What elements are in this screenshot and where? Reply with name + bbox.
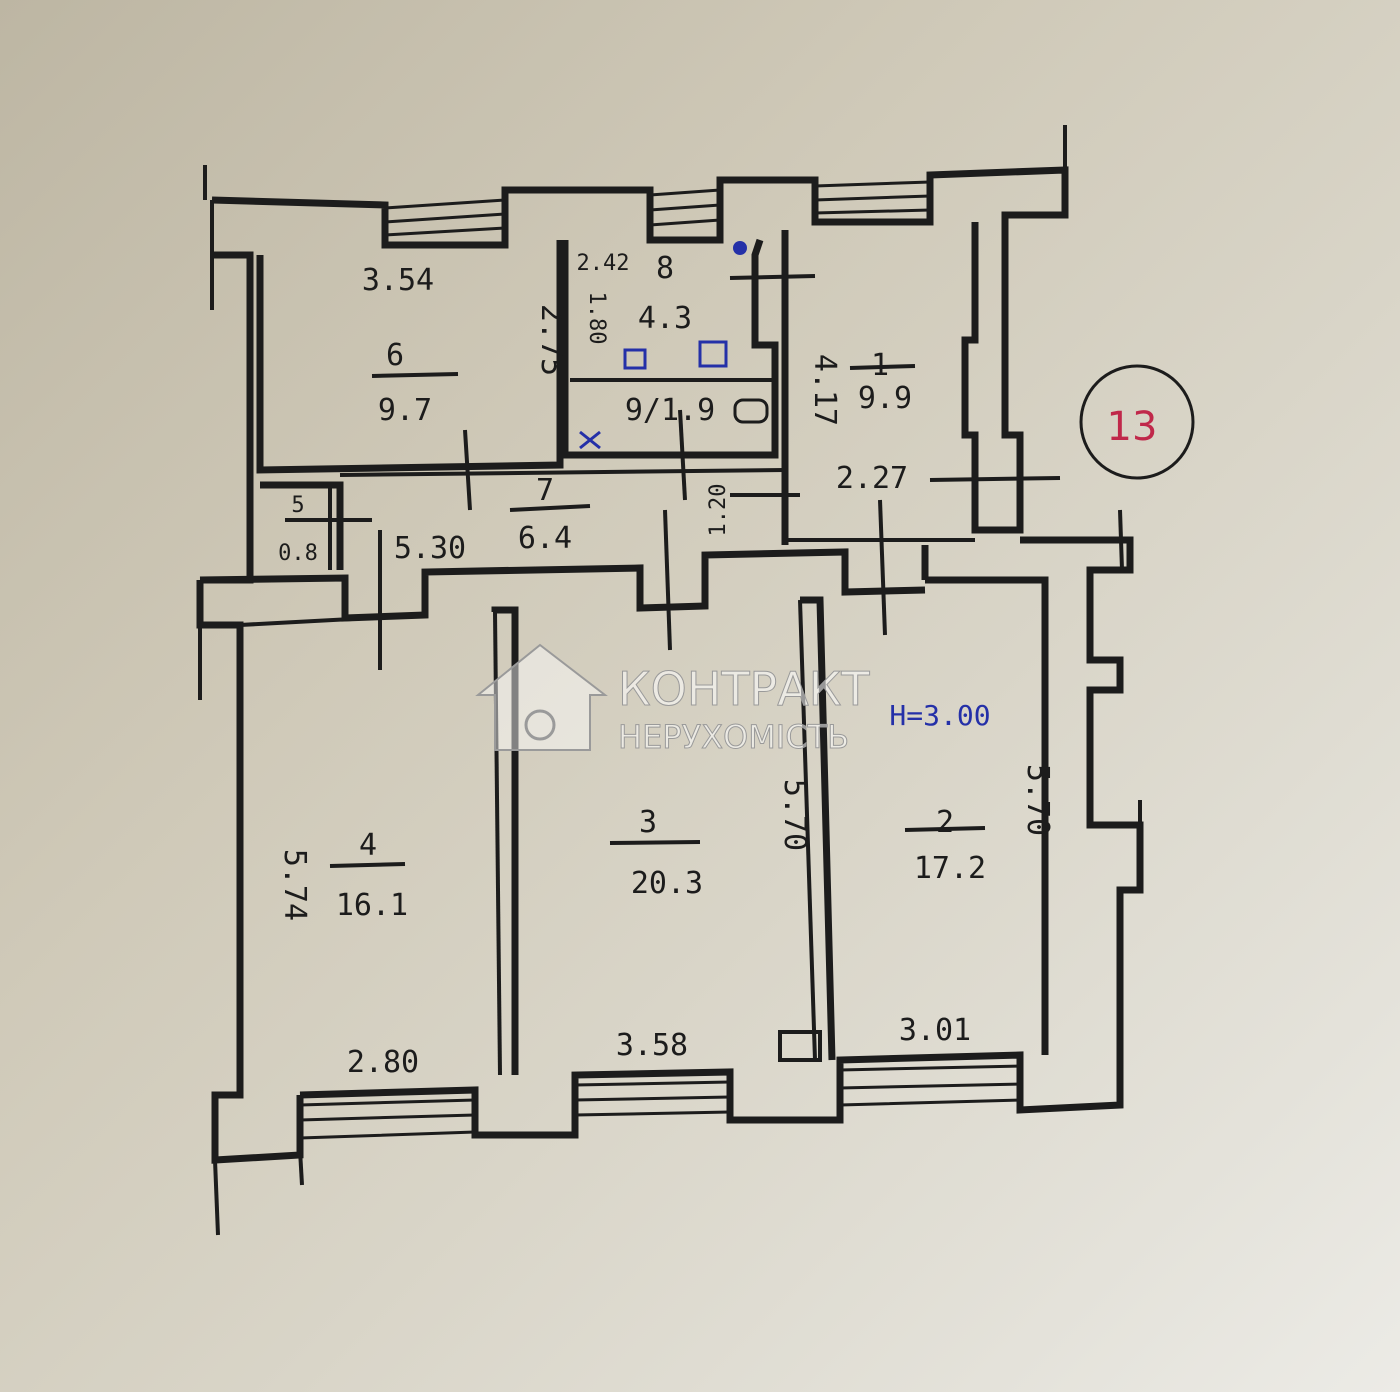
room1-width-dim: 2.27: [836, 461, 908, 496]
room2-area: 17.2: [914, 851, 986, 886]
main-dividing-wall: [199, 548, 926, 622]
tick: [878, 499, 887, 636]
tick: [298, 1149, 304, 1186]
room4-depth-dim: 5.74: [277, 849, 312, 921]
watermark-line1: КОНТРАКТ: [618, 662, 870, 716]
room2-width-dim: 3.01: [899, 1013, 971, 1048]
room1-depth-dim: 4.17: [807, 354, 842, 426]
riser-icon: [733, 241, 747, 255]
room4-top: [239, 613, 426, 627]
room8-number: 8: [656, 251, 674, 286]
window-room3: [574, 1080, 731, 1117]
room1-area: 9.9: [858, 381, 912, 416]
room5-walls: [260, 481, 344, 570]
room9-label: 9/1.9: [625, 393, 715, 428]
window-room2: [839, 1064, 1021, 1107]
room8-depth-dim: 1.80: [584, 292, 609, 345]
apartment-number-circle: [1079, 364, 1195, 480]
window-room1: [814, 180, 931, 215]
corridor-top: [339, 468, 786, 477]
room8-walls: [561, 238, 779, 459]
dimension-labels: 3.54 2.75 2.42 1.80 4.17 2.27 1.20 5.30 …: [277, 251, 1055, 1080]
room2-fraction-line: [904, 826, 986, 832]
interior-walls: [199, 230, 975, 1076]
room3-2-wall: [800, 596, 836, 1061]
room3-width-dim: 3.58: [616, 1028, 688, 1063]
tick: [463, 429, 472, 511]
room4-fraction-line: [329, 862, 406, 868]
fixtures: [579, 241, 769, 450]
tick: [929, 476, 1061, 482]
bathtub-icon: [733, 398, 769, 424]
room1-fraction-line: [849, 364, 916, 370]
corridor-width-dim: 1.20: [706, 484, 731, 537]
room-labels: 6 9.7 8 4.3 9/1.9 1 9.9 5 0.8 7 6.4 4 16…: [278, 251, 986, 923]
room8-width-dim: 2.42: [577, 251, 630, 276]
tick: [1118, 509, 1124, 571]
room4-3-wall: [491, 606, 519, 1075]
room6-fraction-line: [371, 372, 459, 378]
tick: [213, 1159, 220, 1236]
tick: [678, 409, 687, 501]
room3-depth-dim: 5.70: [777, 779, 812, 851]
room2-depth-dim: 5.70: [1020, 764, 1055, 836]
window-room4: [299, 1098, 476, 1140]
corridor-length-dim: 5.30: [394, 531, 466, 566]
apartment-number-badge: 13: [1079, 364, 1195, 480]
tick: [663, 509, 672, 651]
room3-niche: [778, 1030, 822, 1062]
room4-number: 4: [359, 828, 377, 863]
room6-area: 9.7: [378, 393, 432, 428]
sink-icon: [623, 348, 647, 370]
top-wall: [211, 166, 1069, 534]
room8-area: 4.3: [638, 301, 692, 336]
left-lower-wall: [196, 580, 304, 1164]
window-room8: [649, 188, 721, 227]
dimension-ticks: [198, 125, 1142, 1236]
room3-area: 20.3: [631, 866, 703, 901]
watermark-key-icon: [524, 709, 556, 741]
right-bottom-wall: [299, 536, 1144, 1139]
room3-fraction-line: [609, 840, 701, 845]
windows: [299, 180, 1021, 1140]
stove-icon: [698, 340, 728, 368]
room7-fraction-line: [509, 504, 591, 512]
room2-number: 2: [936, 805, 954, 840]
room7-area: 6.4: [518, 521, 572, 556]
room4-area: 16.1: [336, 888, 408, 923]
watermark: КОНТРАКТ НЕРУХОМІСТЬ: [475, 643, 871, 757]
room6-walls: [256, 240, 564, 474]
apartment-number: 13: [1107, 404, 1158, 450]
window-room6: [384, 198, 506, 237]
room4-3-inner: [493, 611, 502, 1076]
room5-number: 5: [291, 493, 304, 518]
room4-width-dim: 2.80: [347, 1045, 419, 1080]
ceiling-height-note: H=3.00: [889, 699, 990, 732]
left-upper-wall: [200, 251, 254, 584]
room3-2-inner: [798, 599, 817, 1061]
room6-width-dim: 3.54: [362, 263, 434, 298]
watermark-house-icon: [475, 643, 608, 751]
room6-depth-dim: 2.75: [534, 304, 569, 376]
room3-number: 3: [639, 805, 657, 840]
room6-number: 6: [386, 338, 404, 373]
tick: [729, 274, 816, 280]
room2-right-wall: [925, 576, 1049, 1055]
room5-area: 0.8: [278, 541, 318, 566]
toilet-icon: [579, 430, 601, 450]
watermark-line2: НЕРУХОМІСТЬ: [618, 718, 849, 756]
room7-number: 7: [536, 473, 554, 508]
